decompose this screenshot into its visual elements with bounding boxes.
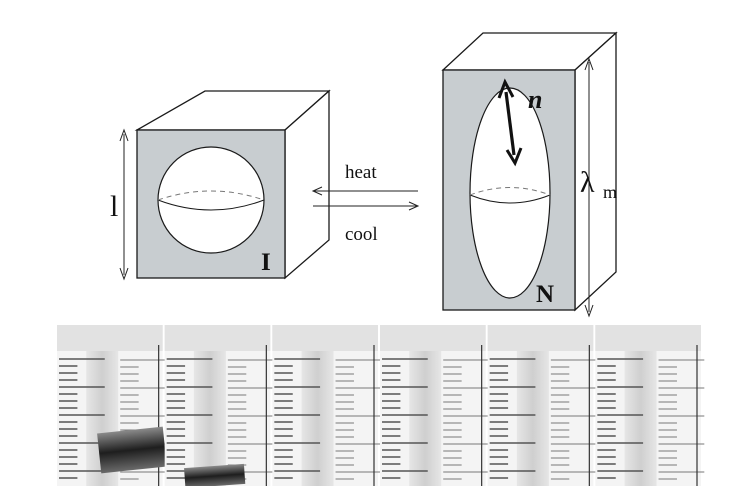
isotropic-cube: l I (110, 89, 331, 281)
director-arrow (504, 91, 516, 156)
transition-arrows: heat cool (311, 162, 420, 245)
sphere-equator-front (157, 199, 265, 211)
phase-label-nematic: N (536, 281, 554, 308)
ellipsoid-equator-back (469, 187, 551, 196)
heat-label: heat (345, 162, 377, 183)
cool-label: cool (345, 224, 378, 245)
dimension-label-l: l (110, 190, 118, 223)
photo-strip (57, 325, 705, 486)
dimension-subscript-m: m (603, 182, 617, 202)
photo-frame (272, 325, 382, 486)
nematic-cube: n λ m N (441, 31, 618, 318)
photo-frame (164, 325, 274, 486)
spherical-cavity (157, 146, 265, 254)
ellipsoid-equator-front (469, 194, 551, 204)
dimension-label-lambda: λ (580, 166, 595, 199)
photo-frame (380, 325, 489, 486)
phase-label-isotropic: I (261, 249, 271, 276)
photo-frame (487, 325, 597, 486)
photo-frame (57, 325, 167, 486)
photo-frame (595, 325, 705, 486)
ellipsoidal-cavity (469, 87, 551, 299)
sphere-equator-back (157, 190, 265, 201)
director-label-n: n (528, 85, 542, 114)
